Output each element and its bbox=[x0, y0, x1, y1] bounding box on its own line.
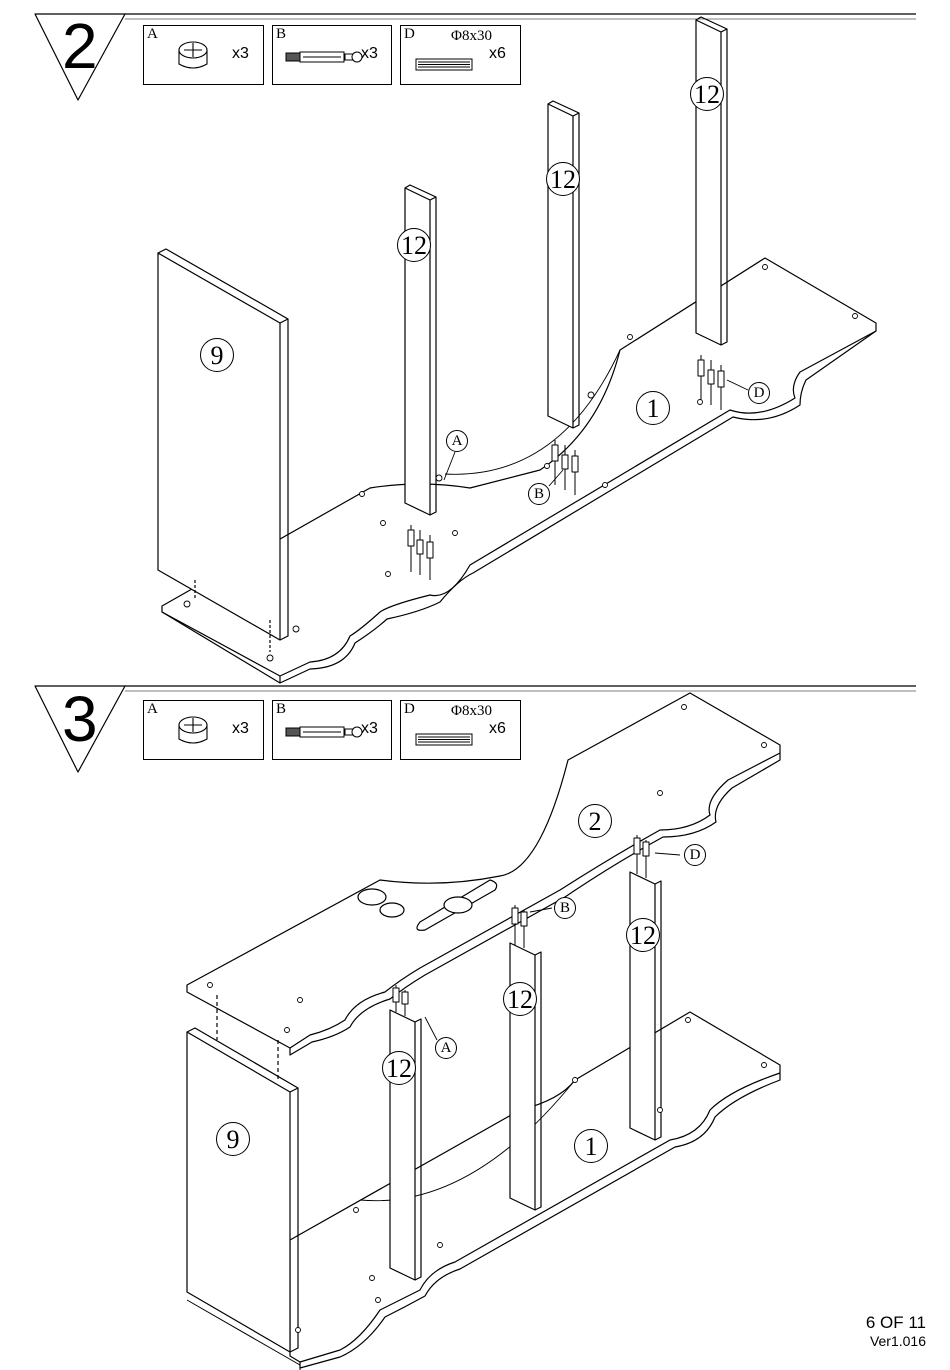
hardware-quantity: x3 bbox=[232, 45, 249, 63]
page-number: 6 OF 11 bbox=[866, 1313, 926, 1333]
step-number: 3 bbox=[62, 687, 98, 751]
step-number: 2 bbox=[62, 14, 98, 78]
hardware-box-b: B x3 bbox=[272, 25, 392, 85]
hardware-callout: A bbox=[435, 1037, 457, 1059]
version-label: Ver1.016 bbox=[870, 1333, 926, 1349]
hardware-box-a: A x3 bbox=[143, 700, 264, 760]
divider-12-f bbox=[630, 872, 655, 1140]
part-label: 2 bbox=[578, 804, 612, 838]
hardware-quantity: x6 bbox=[489, 720, 506, 738]
cam-lock-icon bbox=[176, 36, 210, 76]
hardware-callout: A bbox=[446, 430, 468, 452]
part-label: 12 bbox=[690, 77, 724, 111]
hardware-letter: A bbox=[147, 26, 158, 43]
hardware-callout: D bbox=[748, 382, 770, 404]
divider-12-c bbox=[696, 20, 721, 345]
part-label: 1 bbox=[636, 391, 670, 425]
hardware-letter: D bbox=[404, 26, 415, 43]
step-3-drawing bbox=[187, 693, 780, 1370]
hardware-letter: B bbox=[276, 26, 286, 43]
cam-bolt-icon bbox=[285, 50, 365, 64]
wood-dowel-icon bbox=[415, 58, 475, 72]
part-label: 12 bbox=[382, 1051, 416, 1085]
hardware-quantity: x3 bbox=[361, 720, 378, 738]
hardware-letter: D bbox=[404, 701, 415, 718]
hardware-callout: D bbox=[684, 844, 706, 866]
part-label: 1 bbox=[574, 1129, 608, 1163]
hardware-spec: Φ8x30 bbox=[451, 28, 492, 45]
divider-12-b bbox=[548, 104, 573, 428]
hardware-callout: B bbox=[528, 483, 550, 505]
hardware-quantity: x6 bbox=[489, 45, 506, 63]
step-2-drawing bbox=[158, 17, 876, 683]
cam-bolt-icon bbox=[285, 725, 365, 739]
hardware-letter: B bbox=[276, 701, 286, 718]
hardware-quantity: x3 bbox=[361, 45, 378, 63]
hardware-callout: B bbox=[554, 897, 576, 919]
cam-lock-icon bbox=[176, 711, 210, 751]
side-panel-9-step3 bbox=[187, 1032, 290, 1352]
part-label: 12 bbox=[397, 228, 431, 262]
part-label: 9 bbox=[200, 338, 234, 372]
hardware-box-d: D Φ8x30 x6 bbox=[400, 25, 521, 85]
part-label: 12 bbox=[626, 918, 660, 952]
part-label: 12 bbox=[546, 162, 580, 196]
hardware-spec: Φ8x30 bbox=[451, 703, 492, 720]
hardware-letter: A bbox=[147, 701, 158, 718]
side-panel-9 bbox=[158, 253, 280, 640]
hardware-box-d: D Φ8x30 x6 bbox=[400, 700, 521, 760]
hardware-quantity: x3 bbox=[232, 720, 249, 738]
part-label: 12 bbox=[503, 982, 537, 1016]
hardware-box-a: A x3 bbox=[143, 25, 264, 85]
wood-dowel-icon bbox=[415, 733, 475, 747]
hardware-box-b: B x3 bbox=[272, 700, 392, 760]
part-label: 9 bbox=[216, 1122, 250, 1156]
